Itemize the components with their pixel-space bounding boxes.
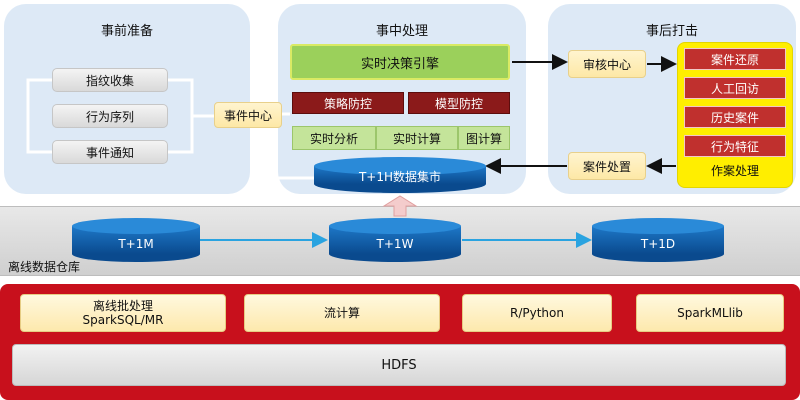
pre-panel: 事前准备 bbox=[4, 4, 250, 194]
batch-processing-line2: SparkSQL/MR bbox=[82, 313, 164, 327]
realtime-engine-box: 实时决策引擎 bbox=[290, 44, 510, 80]
stream-compute-box: 流计算 bbox=[244, 294, 440, 332]
realtime-compute-cell: 实时计算 bbox=[376, 126, 458, 150]
event-center-box: 事件中心 bbox=[214, 102, 282, 128]
hdfs-label: HDFS bbox=[381, 357, 417, 373]
pre-item-fingerprint: 指纹收集 bbox=[52, 68, 168, 92]
mid-panel-title: 事中处理 bbox=[375, 24, 428, 39]
realtime-analysis-cell: 实时分析 bbox=[292, 126, 376, 150]
manual-callback-button: 人工回访 bbox=[684, 77, 786, 99]
case-restore-button: 案件还原 bbox=[684, 48, 786, 70]
pre-panel-title: 事前准备 bbox=[100, 24, 153, 39]
review-center-box: 审核中心 bbox=[568, 50, 646, 78]
graph-compute-cell: 图计算 bbox=[458, 126, 510, 150]
batch-processing-box: 离线批处理 SparkSQL/MR bbox=[20, 294, 226, 332]
pre-item-event-notify: 事件通知 bbox=[52, 140, 168, 164]
warehouse-band bbox=[0, 206, 800, 276]
case-work-label: 作案处理 bbox=[710, 164, 759, 178]
model-control-box: 模型防控 bbox=[408, 92, 510, 114]
case-disposal-box: 案件处置 bbox=[568, 152, 646, 180]
history-case-button: 历史案件 bbox=[684, 106, 786, 128]
post-panel-title: 事后打击 bbox=[645, 24, 698, 39]
hdfs-bar: HDFS bbox=[12, 344, 786, 386]
warehouse-label: 离线数据仓库 bbox=[8, 260, 81, 274]
batch-processing-line1: 离线批处理 bbox=[92, 299, 153, 313]
pre-item-behavior-sequence: 行为序列 bbox=[52, 104, 168, 128]
behavior-feature-button: 行为特征 bbox=[684, 135, 786, 157]
policy-control-box: 策略防控 bbox=[292, 92, 404, 114]
spark-mllib-box: SparkMLlib bbox=[636, 294, 784, 332]
r-python-box: R/Python bbox=[462, 294, 612, 332]
